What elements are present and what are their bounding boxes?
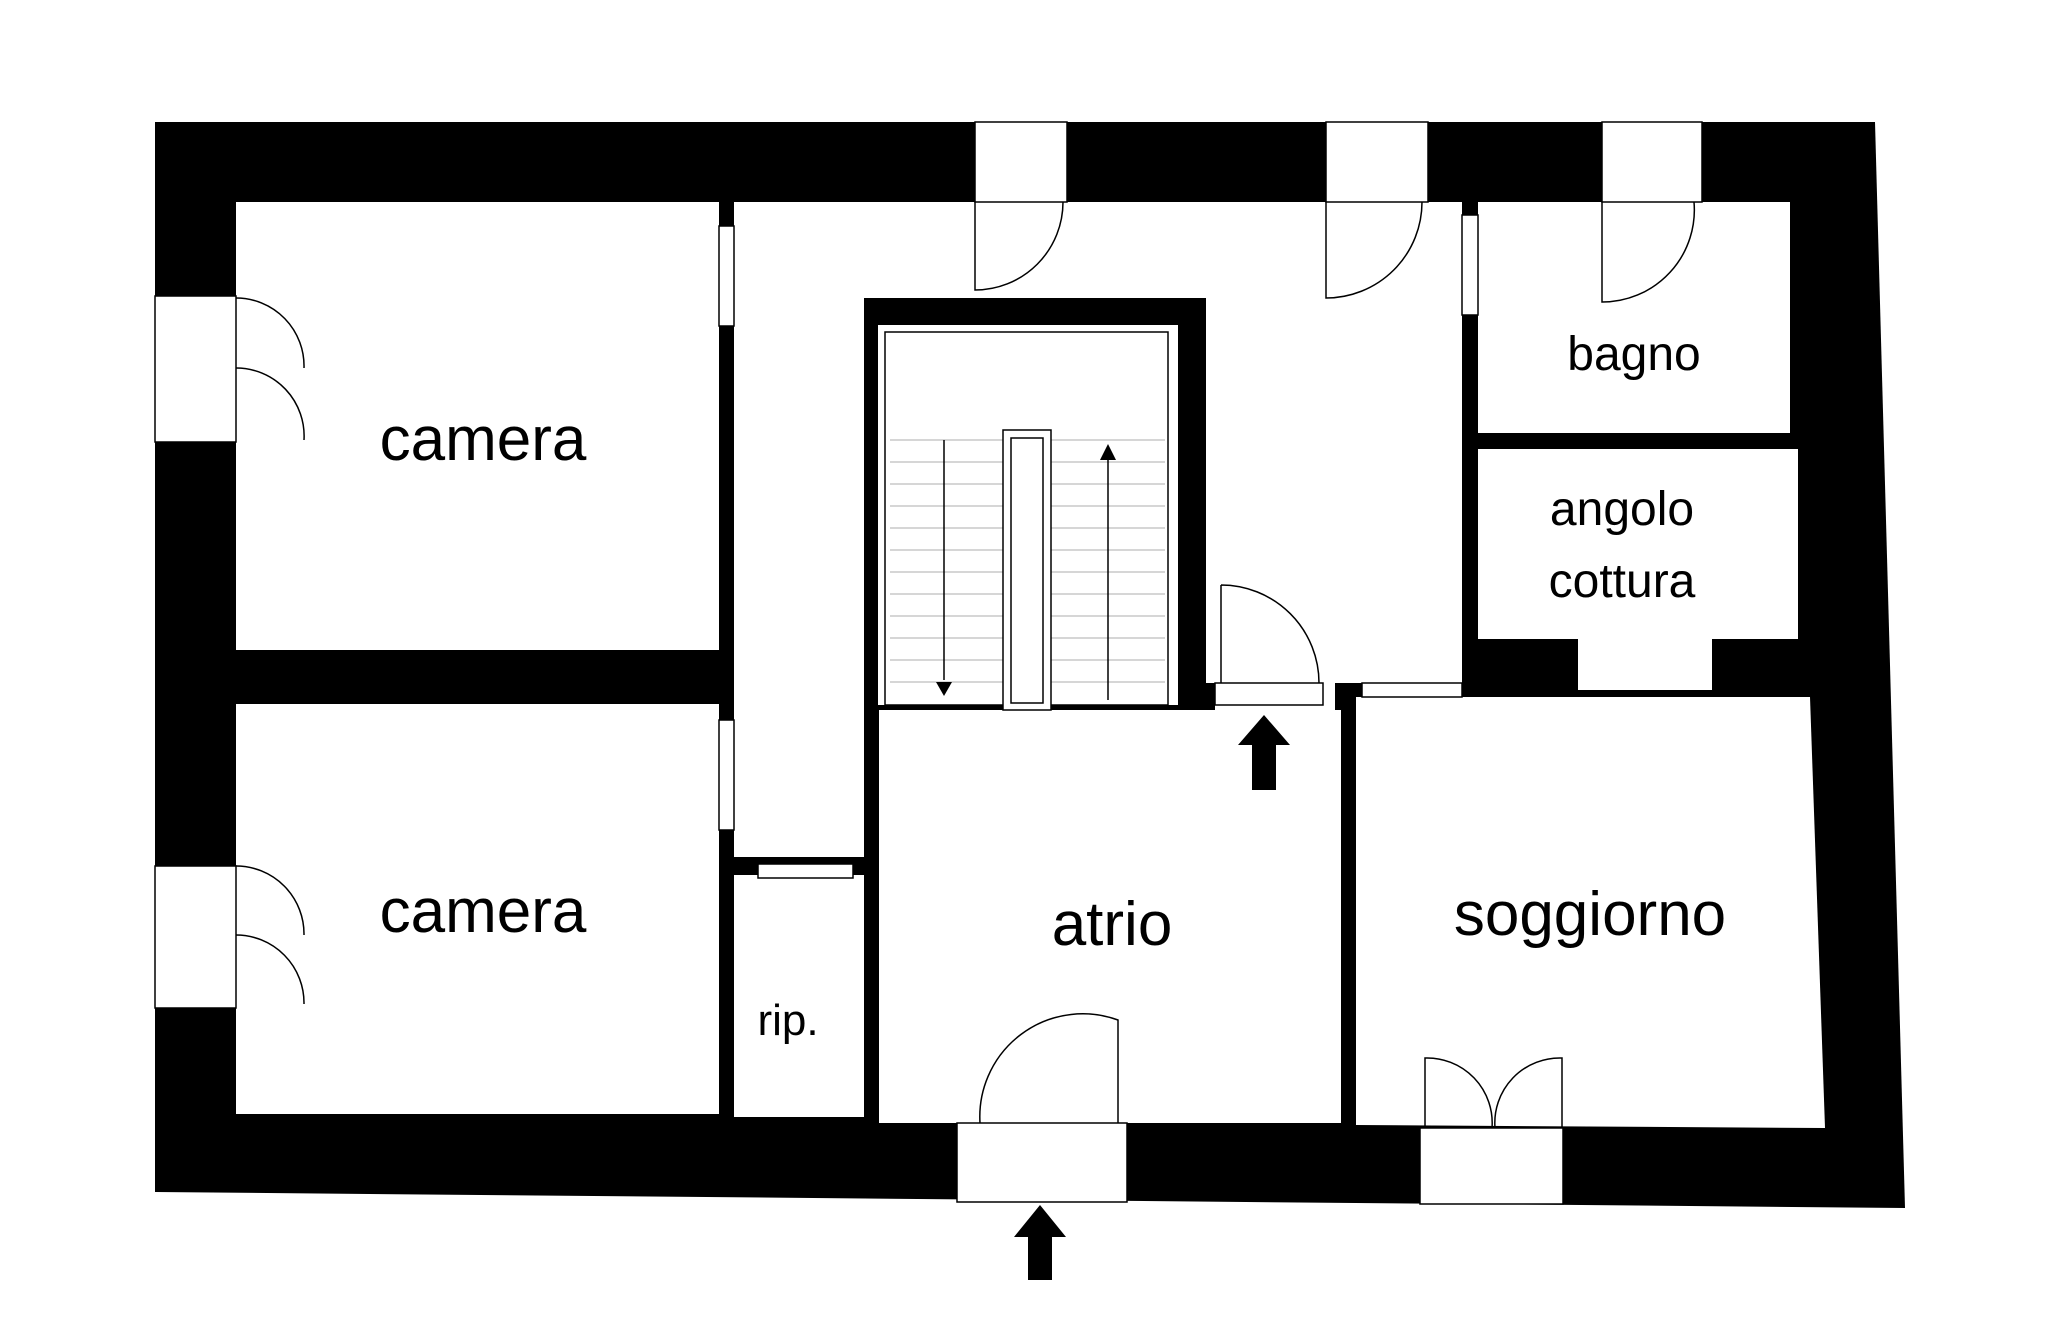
angolo-label-line2: cottura <box>1549 555 1696 608</box>
ripostiglio-label: rip. <box>757 996 818 1045</box>
top-window-3[interactable] <box>1601 121 1703 203</box>
camera-top-label: camera <box>380 405 587 474</box>
bagno-label: bagno <box>1567 328 1700 381</box>
corridor-vertical <box>734 202 864 857</box>
landing-door[interactable] <box>1214 682 1324 706</box>
arrow-up-icon <box>1238 715 1290 790</box>
soggiorno-label: soggiorno <box>1454 880 1726 949</box>
ripostiglio-door[interactable] <box>757 863 854 879</box>
landing-door-swing <box>1220 584 1320 684</box>
main-entrance-swing <box>979 1013 1119 1124</box>
top-window-2-swing <box>1325 201 1423 299</box>
angolo-label-line1: angolo <box>1550 483 1694 536</box>
top-window-1[interactable] <box>974 121 1068 203</box>
top-window-3-swing <box>1601 201 1696 303</box>
corridor-top <box>734 202 1462 298</box>
camera-bottom-door[interactable] <box>718 719 735 831</box>
camera-bottom-label: camera <box>380 877 587 946</box>
stair-well-core-inner <box>1010 437 1044 704</box>
landing-passage <box>1221 615 1321 685</box>
stair-well-core <box>1002 429 1052 711</box>
angolo-opening-passage <box>1578 639 1712 690</box>
top-window-1-swing <box>974 201 1064 291</box>
angolo-cottura-room <box>1478 449 1798 639</box>
stair-direction-up <box>1100 444 1116 700</box>
left-window-top[interactable] <box>154 295 237 443</box>
soggiorno-room <box>1356 697 1825 1128</box>
camera-bottom-room <box>236 704 719 1114</box>
soggiorno-balcony-swing <box>1424 1057 1563 1129</box>
camera-top-door[interactable] <box>718 225 735 327</box>
ripostiglio-room <box>734 875 864 1117</box>
camera-top-room <box>236 202 719 650</box>
main-entrance-door[interactable] <box>956 1122 1128 1203</box>
arrow-up-icon <box>1014 1205 1066 1280</box>
top-window-2[interactable] <box>1325 121 1429 203</box>
corridor-soggiorno-door[interactable] <box>1361 682 1463 698</box>
stair-direction-down <box>936 440 952 696</box>
bagno-room <box>1478 202 1790 433</box>
soggiorno-balcony-door[interactable] <box>1419 1127 1564 1205</box>
bagno-side-door[interactable] <box>1461 214 1479 316</box>
left-window-bottom-swing <box>235 865 305 1005</box>
left-window-bottom[interactable] <box>154 865 237 1009</box>
left-window-top-swing <box>235 297 305 441</box>
atrio-label: atrio <box>1052 890 1173 959</box>
